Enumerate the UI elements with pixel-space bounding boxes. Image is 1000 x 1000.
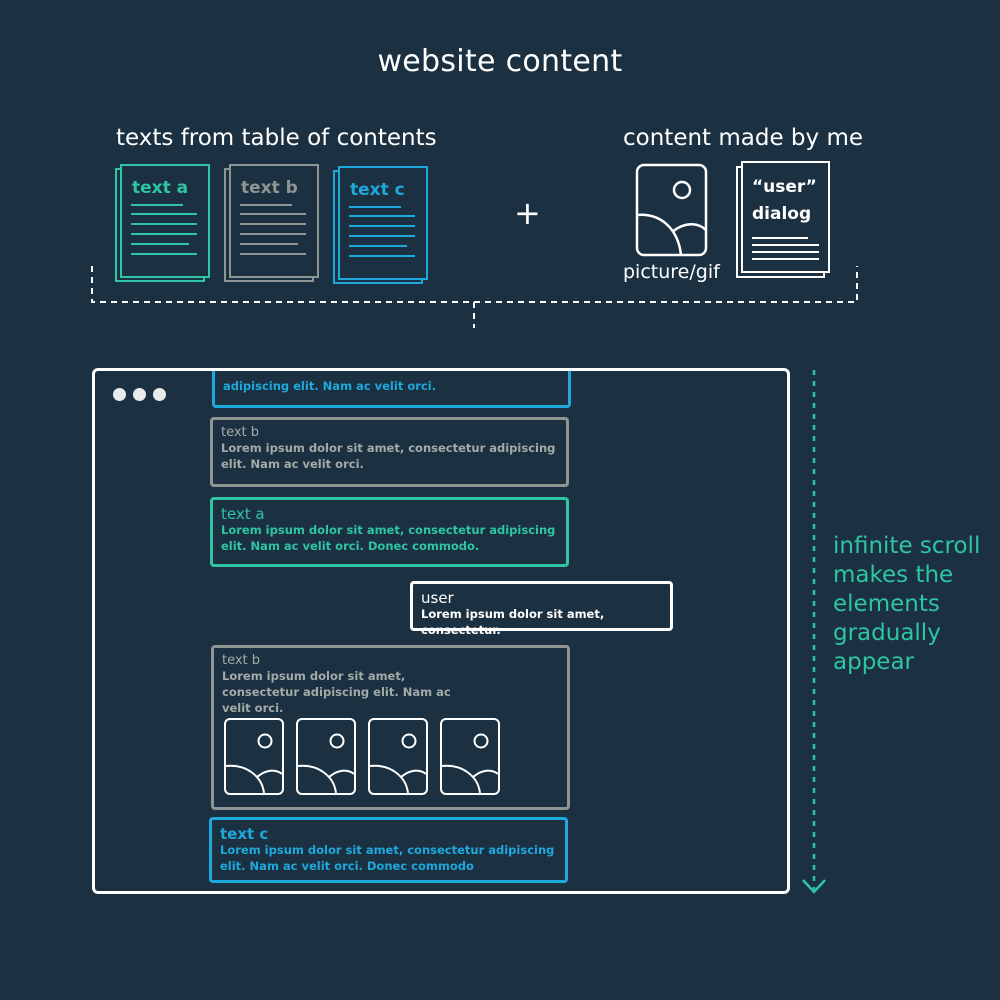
- document-icon-text-b: [224, 164, 319, 282]
- feed-card-text-b: text b Lorem ipsum dolor sit amet, conse…: [210, 417, 569, 487]
- own-content-section-label: content made by me: [623, 125, 864, 151]
- card-title: text b: [221, 425, 260, 440]
- image-icon: [635, 163, 708, 257]
- doc-title-text-a: text a: [132, 178, 189, 198]
- doc-title-text-c: text c: [350, 180, 405, 200]
- image-icon: [296, 718, 356, 795]
- page-title: website content: [377, 44, 623, 79]
- card-body: Lorem ipsum dolor sit amet, consectetur …: [221, 523, 556, 553]
- card-title: text c: [220, 825, 269, 843]
- dashed-bracket: [91, 266, 858, 328]
- image-icon: [224, 718, 284, 795]
- image-icon: [440, 718, 500, 795]
- plus-sign: +: [514, 194, 541, 232]
- browser-window: adipiscing elit. Nam ac velit orci. text…: [92, 368, 790, 894]
- arrow-down-icon: [802, 370, 826, 894]
- toc-section-label: texts from table of contents: [116, 125, 437, 151]
- document-icon-text-a: [115, 164, 210, 282]
- doc-title-text-b: text b: [241, 178, 298, 198]
- image-icon: [368, 718, 428, 795]
- feed-card-text-c: text c Lorem ipsum dolor sit amet, conse…: [209, 817, 568, 883]
- card-title: text b: [222, 653, 261, 668]
- card-body: Lorem ipsum dolor sit amet, consectetur …: [222, 669, 451, 715]
- card-body: adipiscing elit. Nam ac velit orci.: [223, 379, 437, 393]
- dialog-doc-line2: dialog: [752, 204, 812, 224]
- card-title: text a: [221, 505, 265, 523]
- feed-card-text-b-images: text b Lorem ipsum dolor sit amet, conse…: [211, 645, 570, 810]
- card-body: Lorem ipsum dolor sit amet, consectetur …: [221, 441, 556, 471]
- feed-card-text-c-partial: adipiscing elit. Nam ac velit orci.: [212, 371, 571, 408]
- document-icon-text-c: [333, 166, 428, 284]
- card-body: Lorem ipsum dolor sit amet, consectetur …: [220, 843, 555, 873]
- feed-card-text-a: text a Lorem ipsum dolor sit amet, conse…: [210, 497, 569, 567]
- infinite-scroll-note: infinite scroll makes the elements gradu…: [833, 533, 981, 675]
- dialog-doc-title: “user” dialog: [752, 174, 817, 228]
- card-title: user: [421, 589, 454, 607]
- card-body: Lorem ipsum dolor sit amet, consectetur.: [421, 607, 605, 637]
- feed-card-user-dialog: user Lorem ipsum dolor sit amet, consect…: [410, 581, 673, 637]
- picture-caption: picture/gif: [623, 261, 720, 283]
- dialog-doc-line1: “user”: [752, 177, 817, 197]
- document-icon-dialog: [736, 161, 830, 278]
